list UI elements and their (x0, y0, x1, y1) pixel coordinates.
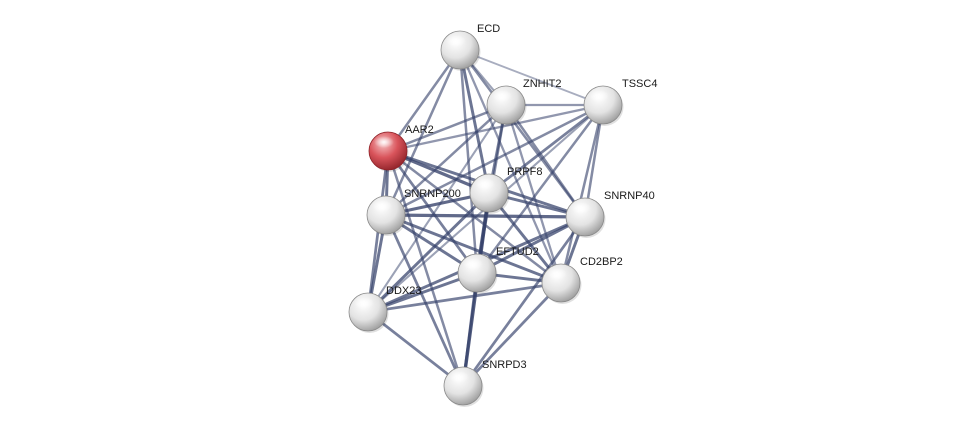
edge-tssc4-aar2 (386, 103, 605, 153)
node-ecd[interactable] (440, 30, 481, 71)
node-label-znhit2: ZNHIT2 (523, 78, 562, 90)
node-highlight (372, 200, 392, 212)
node-cd2bp2[interactable] (541, 263, 582, 304)
edge-tssc4-cd2bp2 (559, 103, 605, 285)
edge-ddx23-snrpd3 (366, 310, 465, 388)
edge-aar2-eftud2 (386, 149, 479, 275)
node-label-snrpd3: SNRPD3 (482, 359, 527, 371)
node-highlight (492, 90, 512, 102)
edge-prpf8-ddx23 (366, 191, 491, 314)
node-highlight (354, 297, 374, 309)
node-snrnp200[interactable] (366, 195, 407, 236)
node-snrnp40[interactable] (565, 197, 606, 238)
node-highlight (449, 371, 469, 383)
node-tssc4[interactable] (583, 85, 624, 126)
node-eftud2[interactable] (457, 253, 498, 294)
node-highlight (571, 202, 591, 214)
edge-snrnp200-cd2bp2 (384, 213, 563, 285)
nodes-layer (348, 30, 624, 407)
edge-aar2-snrpd3 (386, 149, 465, 388)
node-highlight (547, 268, 567, 280)
node-znhit2[interactable] (486, 85, 527, 126)
node-highlight (589, 90, 609, 102)
node-snrpd3[interactable] (443, 366, 484, 407)
edge-ecd-eftud2 (458, 48, 479, 275)
edge-cd2bp2-ddx23 (366, 281, 563, 314)
edge-tssc4-eftud2 (475, 103, 605, 275)
node-prpf8[interactable] (469, 173, 510, 214)
node-label-cd2bp2: CD2BP2 (580, 256, 623, 268)
edge-znhit2-ddx23 (366, 103, 508, 314)
edge-ecd-aar2 (386, 48, 462, 153)
node-highlight (463, 258, 483, 270)
edge-znhit2-cd2bp2 (504, 103, 563, 285)
node-highlight (446, 35, 466, 47)
node-label-snrnp200: SNRNP200 (404, 188, 461, 200)
edge-znhit2-snrnp200 (384, 103, 508, 217)
node-aar2[interactable] (368, 131, 409, 172)
edge-tssc4-prpf8 (487, 103, 605, 195)
node-label-tssc4: TSSC4 (622, 78, 657, 90)
node-label-aar2: AAR2 (405, 124, 434, 136)
node-highlight (475, 178, 495, 190)
node-label-ecd: ECD (477, 23, 500, 35)
node-label-prpf8: PRPF8 (507, 166, 542, 178)
node-label-eftud2: EFTUD2 (496, 246, 539, 258)
edge-snrnp200-snrnp40 (384, 213, 587, 219)
edge-snrnp200-snrpd3 (384, 213, 465, 388)
node-highlight (374, 136, 394, 148)
edge-ecd-tssc4 (459, 49, 604, 106)
edge-znhit2-aar2 (386, 103, 508, 153)
node-label-ddx23: DDX23 (386, 285, 421, 297)
edge-snrnp40-snrpd3 (461, 215, 587, 388)
edge-cd2bp2-snrpd3 (461, 281, 563, 388)
edge-ecd-prpf8 (458, 48, 491, 195)
node-label-snrnp40: SNRNP40 (604, 190, 655, 202)
node-ddx23[interactable] (348, 292, 389, 333)
edge-ecd-cd2bp2 (458, 48, 563, 285)
